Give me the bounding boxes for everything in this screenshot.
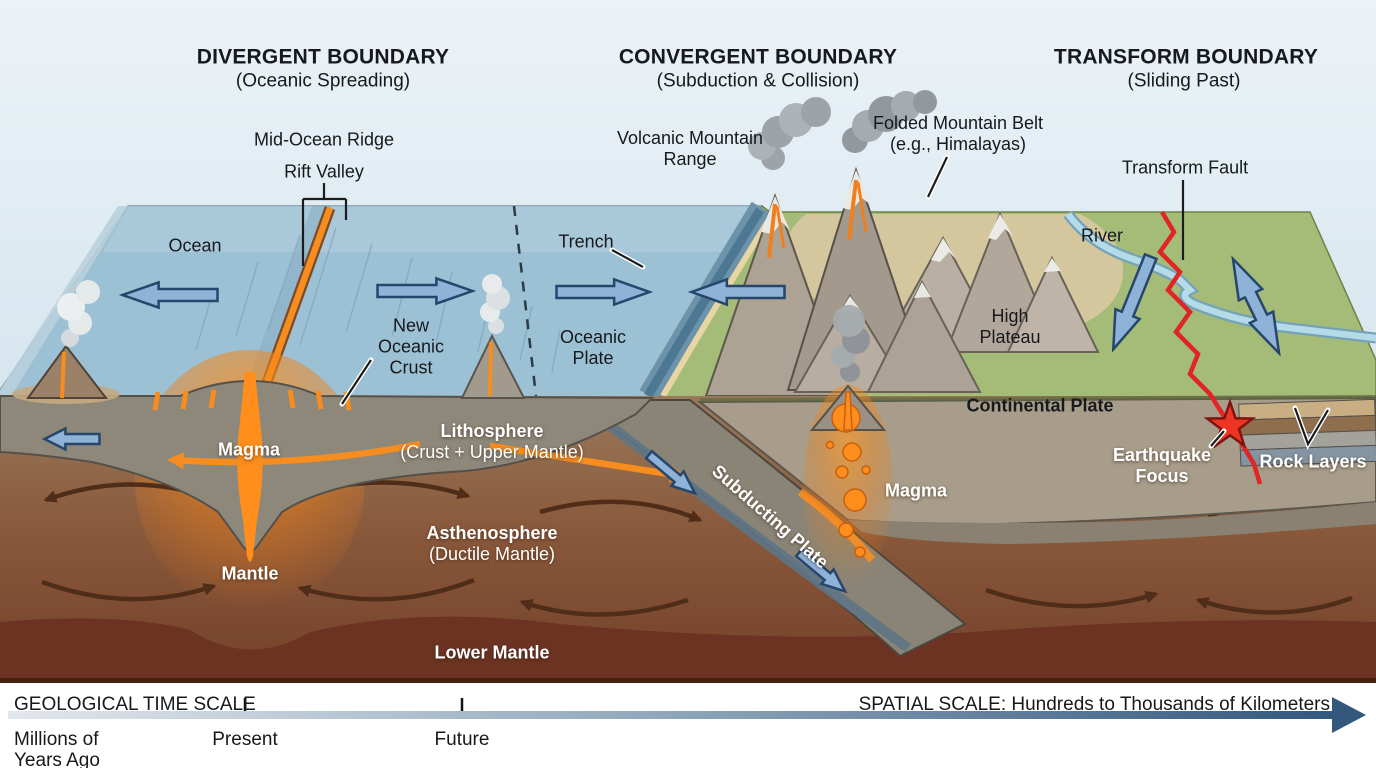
magma-spread-arrow-left bbox=[166, 440, 421, 470]
continental-plate-label: Continental Plate bbox=[966, 395, 1114, 416]
lithosphere-line1: Lithosphere bbox=[440, 421, 544, 441]
convergent-subtitle: (Subduction & Collision) bbox=[656, 70, 860, 92]
asthenosphere-line1: Asthenosphere bbox=[426, 523, 558, 543]
divergent-subtitle: (Oceanic Spreading) bbox=[235, 70, 411, 92]
mantle-label: Mantle bbox=[221, 563, 279, 584]
earthquake-focus-label: Earthquake Focus bbox=[1112, 445, 1212, 486]
ocean-label: Ocean bbox=[168, 235, 222, 256]
volcano bbox=[26, 344, 109, 399]
rift-valley-label: Rift Valley bbox=[284, 161, 364, 182]
magma-left-label: Magma bbox=[217, 439, 281, 460]
asthenosphere-label: Asthenosphere (Ductile Mantle) bbox=[426, 523, 557, 565]
convergent-title: CONVERGENT BOUNDARY bbox=[618, 45, 898, 69]
river bbox=[1065, 212, 1376, 342]
folded-mountain-belt-line1: Folded Mountain Belt bbox=[872, 113, 1044, 133]
scale-footer bbox=[0, 683, 1376, 768]
rock-layers-label: Rock Layers bbox=[1259, 451, 1367, 472]
section-divider-dashed-line bbox=[512, 205, 538, 397]
label-pointer bbox=[1210, 430, 1225, 447]
magma-plume bbox=[237, 372, 263, 562]
convection-arrow bbox=[985, 587, 1159, 609]
magma-blobs bbox=[825, 391, 871, 558]
volcano bbox=[460, 333, 526, 399]
oceanic-plate-label: Oceanic Plate bbox=[559, 327, 627, 368]
spreading-arrows bbox=[166, 440, 687, 483]
asthenosphere-line2: (Ductile Mantle) bbox=[428, 544, 556, 564]
lower-mantle-layer bbox=[0, 616, 1376, 682]
transform-fault-label: Transform Fault bbox=[1121, 157, 1249, 178]
label-pointers bbox=[301, 154, 1331, 450]
magma-right-label: Magma bbox=[884, 480, 948, 501]
mid-ocean-ridge-label: Mid-Ocean Ridge bbox=[253, 129, 395, 150]
lithosphere-label: Lithosphere (Crust + Upper Mantle) bbox=[400, 421, 584, 463]
folded-mountain-belt-label: Folded Mountain Belt (e.g., Himalayas) bbox=[873, 113, 1043, 155]
spatial-scale-title: SPATIAL SCALE: Hundreds to Thousands of … bbox=[858, 694, 1330, 715]
tick-future-label: Future bbox=[434, 729, 490, 750]
transform-subtitle: (Sliding Past) bbox=[1127, 70, 1241, 92]
earthquake-star-icon bbox=[1203, 398, 1257, 449]
convection-arrow bbox=[297, 577, 475, 602]
convection-arrow bbox=[539, 499, 703, 523]
volcanic-mountain-range-label: Volcanic Mountain Range bbox=[616, 128, 764, 169]
label-pointer bbox=[341, 359, 372, 405]
label-pointer bbox=[1293, 407, 1329, 447]
axis-start-label: Millions of Years Ago bbox=[14, 729, 100, 768]
tick-present-label: Present bbox=[212, 729, 278, 750]
timeline-arrowhead-icon bbox=[1332, 697, 1366, 733]
magma-spread-arrow-right bbox=[489, 442, 687, 483]
cross-section bbox=[0, 274, 1376, 683]
smoke-plume bbox=[57, 280, 100, 347]
lower-mantle-label: Lower Mantle bbox=[434, 642, 550, 663]
convection-arrow bbox=[1195, 595, 1353, 615]
rift-valley-bracket bbox=[301, 183, 348, 266]
seafloor-texture bbox=[195, 227, 561, 373]
smoke-plume bbox=[748, 97, 831, 170]
high-plateau-label: High Plateau bbox=[979, 306, 1041, 347]
river-label: River bbox=[1080, 225, 1124, 246]
continental-mantle-band bbox=[848, 502, 1376, 544]
geological-time-scale-title: GEOLOGICAL TIME SCALE bbox=[14, 694, 256, 715]
folded-mountain-belt-line2: (e.g., Himalayas) bbox=[889, 134, 1027, 154]
rock-layers-stripes bbox=[1238, 398, 1376, 467]
label-pointer bbox=[927, 156, 948, 198]
trench-label: Trench bbox=[558, 231, 614, 252]
smoke-plume bbox=[831, 305, 870, 382]
lithosphere-line2: (Crust + Upper Mantle) bbox=[400, 442, 584, 462]
smoke-plume bbox=[480, 274, 510, 334]
smoke-plume bbox=[842, 90, 937, 153]
new-oceanic-crust-label: New Oceanic Crust bbox=[377, 315, 445, 378]
convection-arrow bbox=[519, 597, 689, 617]
convection-arrow bbox=[41, 579, 217, 602]
transform-title: TRANSFORM BOUNDARY bbox=[1053, 45, 1319, 69]
label-pointer bbox=[611, 249, 644, 268]
timeline-bar bbox=[8, 711, 1332, 719]
divergent-title: DIVERGENT BOUNDARY bbox=[196, 45, 450, 69]
